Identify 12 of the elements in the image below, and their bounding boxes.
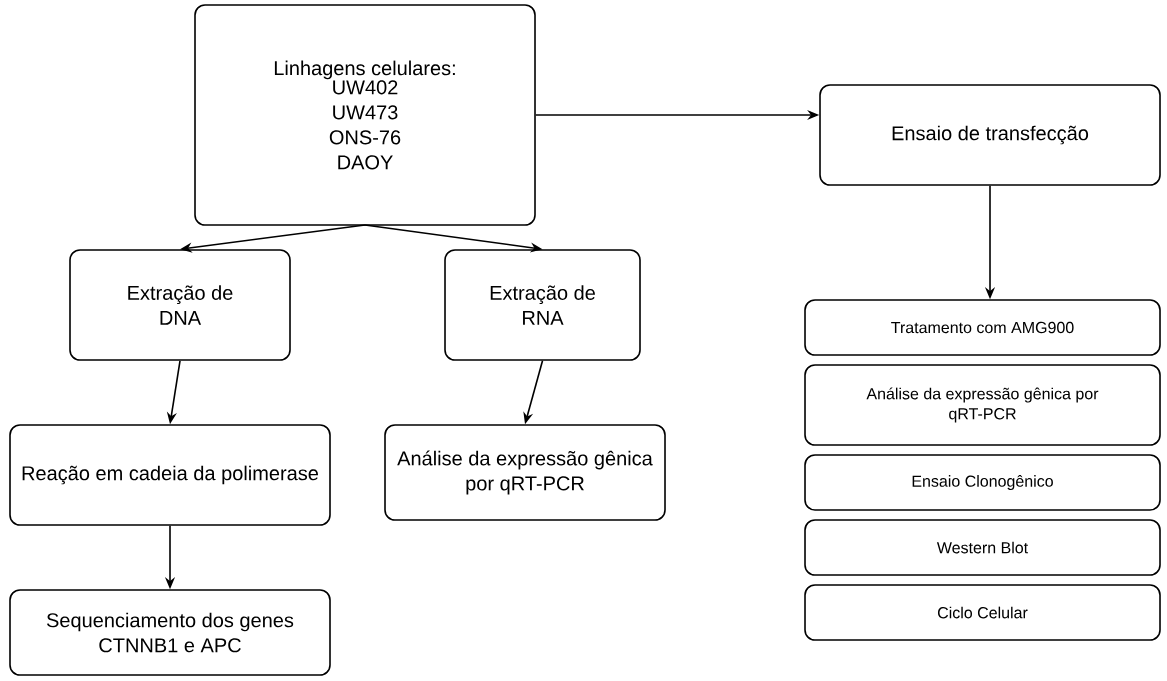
process-box: Extração de DNA bbox=[69, 249, 291, 361]
process-box: Reação em cadeia da polimerase bbox=[9, 424, 331, 526]
process-box: Tratamento com AMG900 bbox=[804, 299, 1161, 356]
process-box: Extração de RNA bbox=[444, 249, 641, 361]
process-box: Ensaio de transfecção bbox=[819, 84, 1161, 186]
process-box: Ensaio Clonogênico bbox=[804, 454, 1161, 511]
process-box: Análise da expressão gênica por qRT-PCR bbox=[384, 424, 666, 521]
process-box: Sequenciamento dos genes CTNNB1 e APC bbox=[9, 589, 331, 676]
process-box: Ciclo Celular bbox=[804, 584, 1161, 641]
process-box: Linhagens celulares: UW402 UW473 ONS-76 DAOY bbox=[194, 4, 536, 226]
process-box: Análise da expressão gênica por qRT-PCR bbox=[804, 364, 1161, 446]
process-box: Western Blot bbox=[804, 519, 1161, 576]
